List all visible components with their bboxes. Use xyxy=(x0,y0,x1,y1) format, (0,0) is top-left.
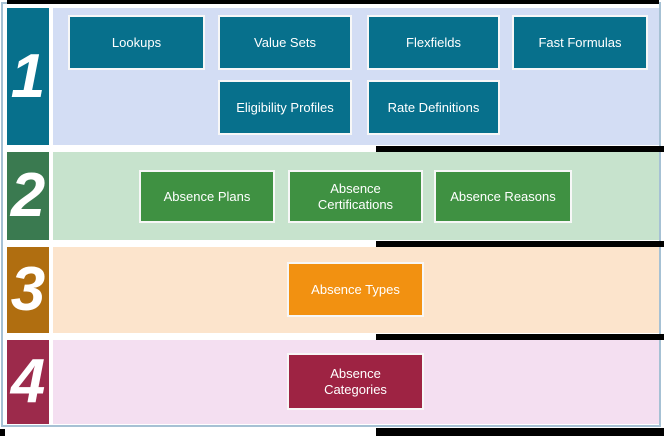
box-flexfields: Flexfields xyxy=(367,15,500,70)
step-1-badge: 1 xyxy=(7,8,49,145)
box-value-sets: Value Sets xyxy=(218,15,352,70)
box-rate-definitions: Rate Definitions xyxy=(367,80,500,135)
box-absence-reasons: Absence Reasons xyxy=(434,170,572,223)
step-4-badge: 4 xyxy=(7,340,49,424)
connector-step3-step4 xyxy=(376,334,664,340)
box-fast-formulas: Fast Formulas xyxy=(512,15,648,70)
step-2-badge: 2 xyxy=(7,152,49,240)
connector-bottom xyxy=(376,428,664,436)
connector-step2-step3 xyxy=(376,241,664,247)
box-absence-certifications: Absence Certifications xyxy=(288,170,423,223)
box-absence-categories: Absence Categories xyxy=(287,353,424,410)
step-3-badge: 3 xyxy=(7,247,49,333)
box-lookups: Lookups xyxy=(68,15,205,70)
box-absence-plans: Absence Plans xyxy=(139,170,275,223)
connector-step1-step2 xyxy=(376,146,664,152)
connector-top xyxy=(7,0,659,4)
connector-bottom-left-tick xyxy=(0,429,5,436)
box-absence-types: Absence Types xyxy=(287,262,424,317)
box-eligibility-profiles: Eligibility Profiles xyxy=(218,80,352,135)
